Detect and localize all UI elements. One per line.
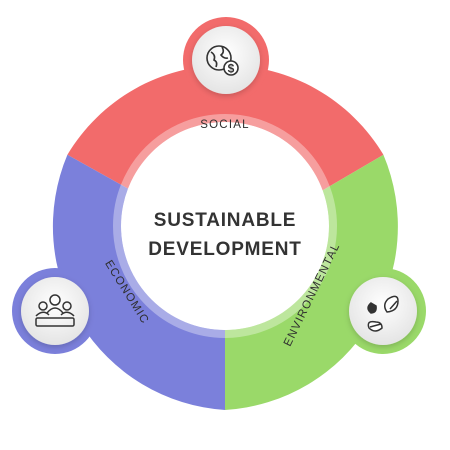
- segment-label-social: SOCIAL: [200, 119, 249, 131]
- globe-dollar-icon: $: [206, 45, 239, 76]
- people-meeting-icon: [35, 294, 75, 327]
- environmental-badge: [340, 268, 426, 354]
- title-line-2: DEVELOPMENT: [148, 239, 301, 260]
- economic-badge: [12, 268, 98, 354]
- title-line-1: SUSTAINABLE: [154, 210, 297, 231]
- inner-ring-highlight: [113, 114, 337, 338]
- social-badge: $: [183, 17, 269, 103]
- leaves-icon: [367, 295, 399, 332]
- center-circle: [121, 122, 329, 330]
- svg-text:$: $: [228, 62, 235, 76]
